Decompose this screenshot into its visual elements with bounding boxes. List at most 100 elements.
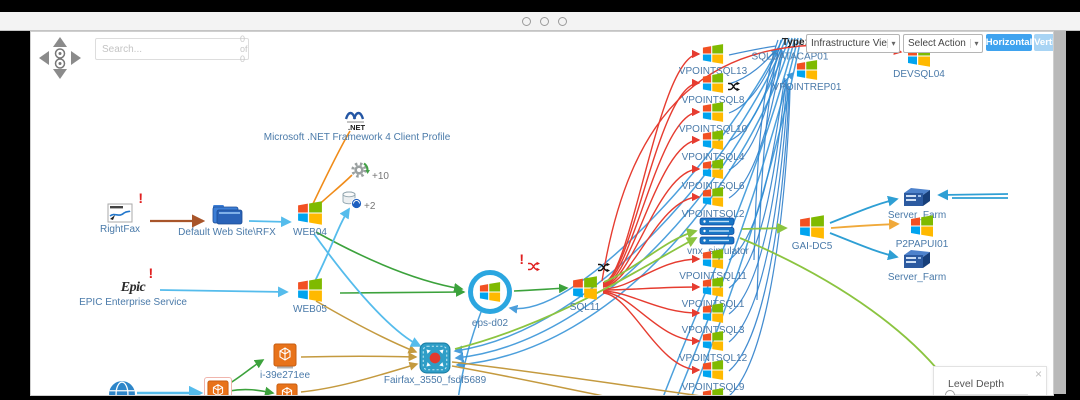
rightfax-icon — [107, 203, 133, 223]
view-type-value: Infrastructure View — [811, 38, 887, 49]
pan-down-arrow — [53, 69, 67, 79]
windows-server-icon — [702, 387, 724, 396]
node-dotnet-framework[interactable]: Microsoft .NET Framework 4 Client Profil… — [264, 109, 450, 143]
node-server-farm-top[interactable]: Server_Farm — [888, 185, 946, 221]
dotnet-icon — [344, 109, 370, 131]
blue-bundle-edges — [453, 37, 802, 395]
dependency-shuffle-icon — [527, 260, 540, 273]
node-label: VPOINTREP01 — [772, 82, 842, 93]
node-rightfax[interactable]: ! RightFax — [100, 191, 143, 235]
node-label: DEVSQL04 — [893, 69, 945, 80]
node-label: eps-d02 — [471, 318, 509, 329]
window-dot[interactable] — [522, 17, 531, 26]
node-label: WEB05 — [293, 304, 327, 315]
window-dot[interactable] — [558, 17, 567, 26]
node-devsql04[interactable]: DEVSQL04 — [893, 44, 945, 80]
node-vpointsql2[interactable]: VPOINTSQL2 — [682, 186, 744, 220]
pan-right-arrow — [71, 51, 81, 65]
aws-instance-icon — [273, 343, 297, 369]
tan-edges — [300, 300, 699, 395]
layout-button-vertical[interactable]: Vertical — [1034, 34, 1053, 51]
level-depth-slider-handle[interactable] — [945, 390, 955, 395]
node-aws-instance-2[interactable] — [276, 383, 298, 396]
search-box[interactable]: 0 of 0 — [95, 34, 249, 64]
window-dot[interactable] — [540, 17, 549, 26]
node-sql11[interactable]: SQL11 — [570, 275, 598, 313]
node-vpointsql6[interactable]: VPOINTSQL6 — [682, 158, 744, 192]
windows-server-icon — [799, 214, 825, 240]
windows-server-icon — [702, 158, 724, 180]
windows-server-icon — [702, 330, 724, 352]
close-icon[interactable]: × — [1034, 367, 1042, 381]
search-input[interactable] — [96, 43, 240, 55]
windows-server-icon — [702, 248, 724, 270]
layout-button-horizontal[interactable]: Horizontal — [986, 34, 1032, 51]
node-label: Microsoft .NET Framework 4 Client Profil… — [263, 132, 451, 143]
node-label: GAI-DC5 — [791, 241, 833, 252]
node-label: Fairfax_3550_fsdf5689 — [383, 375, 487, 386]
node-vpointrep01[interactable]: VPOINTREP01 — [773, 59, 841, 93]
node-vpointsql8[interactable]: VPOINTSQL8 — [682, 72, 744, 106]
node-vpointsql9[interactable]: VPOINTSQL9 — [682, 359, 744, 393]
windows-server-icon — [297, 277, 323, 303]
node-vpointsql13[interactable]: VPOINTSQL13 — [679, 43, 747, 77]
warning-icon: ! — [138, 190, 143, 206]
pan-left-arrow — [39, 51, 49, 65]
windows-server-icon — [702, 359, 724, 381]
panel-title: Level Depth — [948, 378, 1005, 390]
web-site-folder-icon — [211, 202, 243, 226]
windows-server-icon — [702, 72, 724, 94]
level-depth-slider-track[interactable] — [950, 394, 1028, 395]
node-label: EPIC Enterprise Service — [79, 297, 187, 308]
node-i-39e271ee[interactable]: i-39e271ee — [260, 343, 310, 381]
collapsed-count: +10 — [372, 171, 389, 182]
dependency-shuffle-icon — [597, 261, 610, 274]
node-services-group[interactable]: +10 — [350, 160, 389, 182]
node-vpointsql3[interactable]: VPOINTSQL3 — [682, 302, 744, 336]
node-database-group[interactable]: +2 — [342, 191, 375, 212]
node-label: RightFax — [99, 224, 141, 235]
node-label: WEB04 — [293, 227, 327, 238]
topology-canvas[interactable]: ! RightFax Default Web Site\RFX WEB04 Mi… — [30, 31, 1054, 396]
collapsed-count: +2 — [364, 200, 376, 212]
gear-refresh-icon — [350, 160, 370, 180]
node-web04[interactable]: WEB04 — [293, 200, 327, 238]
view-type-select[interactable]: Infrastructure View ▾ — [806, 34, 900, 53]
server-farm-icon — [902, 185, 932, 209]
button-label: Horizontal — [985, 37, 1033, 48]
windows-server-icon — [297, 200, 323, 226]
node-vpointsql1[interactable]: VPOINTSQL1 — [682, 276, 744, 310]
epic-logo: Epic — [120, 280, 146, 295]
node-web05[interactable]: WEB05 — [293, 277, 327, 315]
node-epic-service[interactable]: Epic ! EPIC Enterprise Service — [79, 266, 187, 308]
node-partial[interactable] — [702, 387, 724, 396]
windows-server-icon — [572, 275, 598, 301]
node-default-web-site-rfx[interactable]: Default Web Site\RFX — [178, 202, 276, 238]
node-vpointsql11[interactable]: VPOINTSQL11 — [679, 248, 747, 282]
selection-ring — [468, 270, 512, 314]
node-gai-dc5[interactable]: GAI-DC5 — [792, 214, 832, 252]
windows-server-icon — [702, 276, 724, 298]
node-fairfax-switch[interactable]: Fairfax_3550_fsdf5689 — [384, 342, 486, 386]
node-internet[interactable] — [108, 380, 136, 396]
server-farm-icon — [902, 247, 932, 271]
node-p2papui01[interactable]: P2PAPUI01 — [896, 214, 948, 250]
warning-icon: ! — [519, 251, 524, 267]
level-depth-panel: × Level Depth — [933, 366, 1047, 395]
pan-zoom-compass[interactable] — [36, 34, 84, 82]
window-edge — [1054, 31, 1066, 394]
search-result-count: 0 of 0 — [240, 34, 248, 64]
action-select[interactable]: Select Action ▾ — [903, 34, 983, 53]
node-vnx-simulator[interactable]: vnx_simulator — [687, 217, 749, 257]
aws-instance-icon — [207, 380, 229, 396]
node-aws-instance[interactable] — [204, 377, 232, 396]
action-select-value: Select Action — [908, 38, 966, 49]
node-vpointsql10[interactable]: VPOINTSQL10 — [679, 101, 747, 135]
node-server-farm-bottom[interactable]: Server_Farm — [888, 247, 946, 283]
node-eps-d02-selected[interactable]: ! eps-d02 — [468, 252, 512, 329]
node-label: SQL11 — [569, 302, 601, 313]
windows-server-icon — [796, 59, 818, 81]
node-vpointsql4[interactable]: VPOINTSQL4 — [682, 129, 744, 163]
chevron-down-icon: ▾ — [970, 39, 982, 48]
node-vpointsql12[interactable]: VPOINTSQL12 — [679, 330, 747, 364]
